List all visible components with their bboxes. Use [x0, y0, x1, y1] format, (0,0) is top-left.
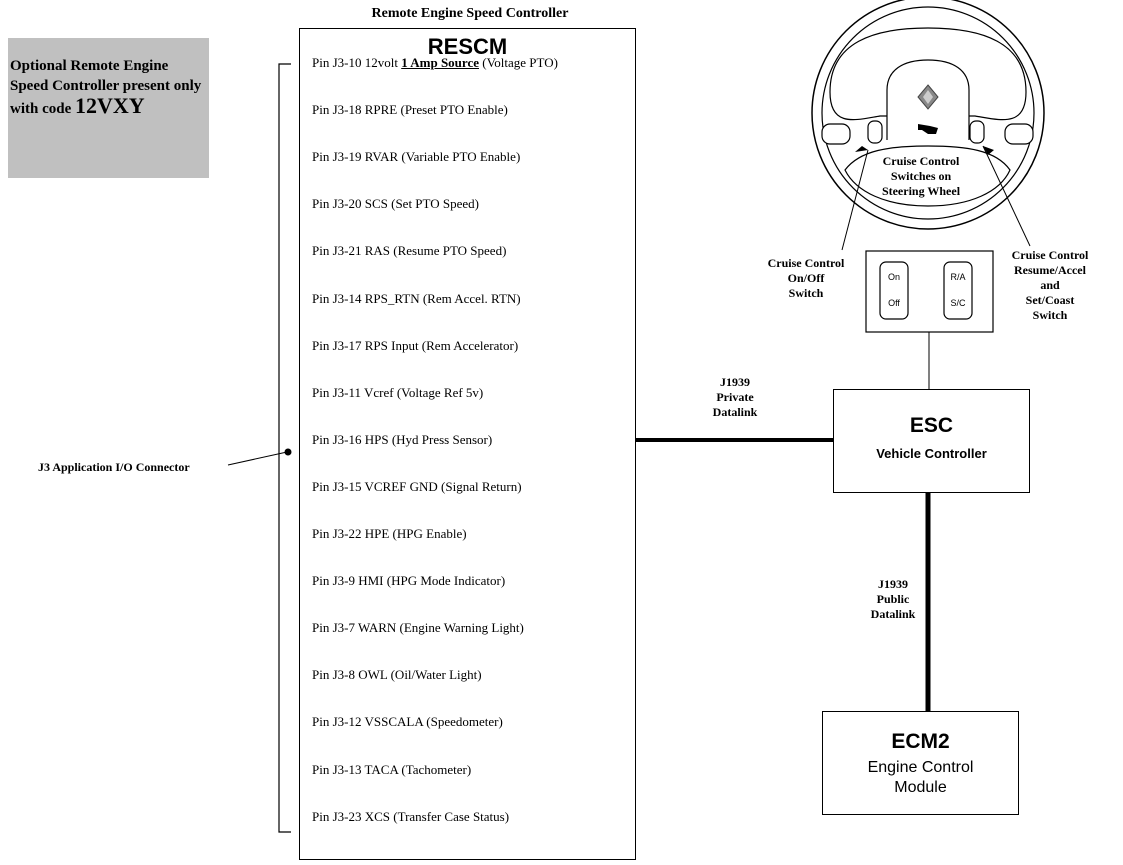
private-datalink-label: J1939 Private Datalink — [700, 375, 770, 420]
rescm-title: Remote Engine Speed Controller — [371, 6, 569, 21]
public-datalink-label: J1939 Public Datalink — [868, 577, 918, 622]
switch-off-label: Off — [888, 298, 900, 308]
onoff-switch-label: Cruise Control On/Off Switch — [746, 256, 866, 301]
optional-note-box — [8, 38, 209, 178]
onoff-line1: Cruise Control — [767, 256, 845, 270]
private-link-line2: Private — [716, 390, 754, 404]
on-off-rocker — [879, 261, 909, 320]
esc-subtitle: Vehicle Controller — [876, 446, 987, 461]
pin-row: Pin J3-23 XCS (Transfer Case Status) — [312, 809, 509, 825]
pin-text: Pin J3-8 OWL (Oil/Water Light) — [312, 667, 482, 682]
resume-line4: Set/Coast — [1025, 293, 1075, 307]
resume-line5: Switch — [1032, 308, 1068, 322]
onoff-line2: On/Off — [787, 271, 825, 285]
ecm2-line1: Engine Control — [867, 759, 974, 776]
pin-text: Pin J3-13 TACA (Tachometer) — [312, 762, 472, 777]
j3-connector-label: J3 Application I/O Connector — [38, 460, 190, 474]
pin-row: Pin J3-9 HMI (HPG Mode Indicator) — [312, 573, 505, 589]
public-link-line1: J1939 — [878, 577, 908, 591]
switch-sc-label: S/C — [950, 298, 966, 308]
pin-text: Pin J3-11 Vcref (Voltage Ref 5v) — [312, 385, 484, 400]
pin-row: Pin J3-14 RPS_RTN (Rem Accel. RTN) — [312, 291, 521, 307]
steering-wheel-label: Cruise Control Switches on Steering Whee… — [866, 154, 976, 199]
ecm2-line2: Module — [894, 779, 947, 796]
pin-row: Pin J3-10 12volt 1 Amp Source (Voltage P… — [312, 55, 558, 71]
connector-pointer-line — [227, 451, 288, 466]
j3-connector-bracket — [278, 63, 291, 833]
option-code: 12VXY — [75, 93, 145, 118]
pin-text: Pin J3-19 RVAR (Variable PTO Enable) — [312, 149, 521, 164]
pin-row: Pin J3-15 VCREF GND (Signal Return) — [312, 479, 522, 495]
switch-ra-label: R/A — [950, 272, 966, 282]
private-link-line3: Datalink — [712, 405, 758, 419]
pin-row: Pin J3-7 WARN (Engine Warning Light) — [312, 620, 524, 636]
pin-row: Pin J3-19 RVAR (Variable PTO Enable) — [312, 149, 520, 165]
pin-text: Pin J3-12 VSSCALA (Speedometer) — [312, 714, 503, 729]
pin-text: Pin J3-21 RAS (Resume PTO Speed) — [312, 243, 507, 258]
pin-text: Pin J3-16 HPS (Hyd Press Sensor) — [312, 432, 493, 447]
pin-row: Pin J3-22 HPE (HPG Enable) — [312, 526, 467, 542]
onoff-line3: Switch — [788, 286, 824, 300]
public-link-line3: Datalink — [870, 607, 916, 621]
steering-line1: Cruise Control — [882, 154, 960, 168]
pin-row: Pin J3-16 HPS (Hyd Press Sensor) — [312, 432, 492, 448]
pin-text: Pin J3-10 12volt — [312, 55, 402, 70]
esc-box — [833, 389, 1030, 493]
switch-on-label: On — [887, 272, 900, 282]
ecm2-subtitle: Engine Control Module — [822, 758, 1019, 798]
public-link-line2: Public — [876, 592, 910, 606]
pin-text: Pin J3-22 HPE (HPG Enable) — [312, 526, 467, 541]
pin-row: Pin J3-13 TACA (Tachometer) — [312, 762, 471, 778]
pin-text: Pin J3-7 WARN (Engine Warning Light) — [312, 620, 524, 635]
resume-line2: Resume/Accel — [1014, 263, 1086, 277]
pin-emphasis: 1 Amp Source — [401, 55, 479, 70]
steering-wheel-icon — [811, 0, 1045, 251]
pin-row: Pin J3-11 Vcref (Voltage Ref 5v) — [312, 385, 483, 401]
pin-text: Pin J3-17 RPS Input (Rem Accelerator) — [312, 338, 519, 353]
switch-panel — [865, 250, 994, 333]
rescm-name: RESCM — [427, 34, 508, 59]
pin-text: Pin J3-14 RPS_RTN (Rem Accel. RTN) — [312, 291, 521, 306]
esc-title: ESC — [909, 414, 954, 437]
resume-line1: Cruise Control — [1011, 248, 1089, 262]
private-link-line1: J1939 — [720, 375, 750, 389]
ecm2-title: ECM2 — [891, 730, 950, 753]
ecm2-box — [822, 711, 1019, 815]
pin-text: Pin J3-23 XCS (Transfer Case Status) — [312, 809, 510, 824]
pin-row: Pin J3-18 RPRE (Preset PTO Enable) — [312, 102, 508, 118]
pin-row: Pin J3-21 RAS (Resume PTO Speed) — [312, 243, 506, 259]
pin-row: Pin J3-17 RPS Input (Rem Accelerator) — [312, 338, 518, 354]
pin-text: Pin J3-20 SCS (Set PTO Speed) — [312, 196, 479, 211]
connector-dot — [284, 448, 292, 456]
pin-text: Pin J3-18 RPRE (Preset PTO Enable) — [312, 102, 508, 117]
pin-text-suffix: (Voltage PTO) — [478, 55, 558, 70]
pin-text: Pin J3-15 VCREF GND (Signal Return) — [312, 479, 522, 494]
ra-sc-rocker — [943, 261, 973, 320]
pin-row: Pin J3-12 VSSCALA (Speedometer) — [312, 714, 503, 730]
steering-line3: Steering Wheel — [881, 184, 961, 198]
optional-note: Optional Remote Engine Speed Controller … — [10, 56, 210, 119]
resume-switch-label: Cruise Control Resume/Accel and Set/Coas… — [985, 248, 1115, 323]
steering-line2: Switches on — [890, 169, 952, 183]
pin-text: Pin J3-9 HMI (HPG Mode Indicator) — [312, 573, 506, 588]
resume-line3: and — [1040, 278, 1060, 292]
pin-row: Pin J3-20 SCS (Set PTO Speed) — [312, 196, 479, 212]
rescm-box — [299, 28, 636, 860]
optional-note-text: Optional Remote Engine Speed Controller … — [10, 58, 202, 117]
pin-row: Pin J3-8 OWL (Oil/Water Light) — [312, 667, 482, 683]
